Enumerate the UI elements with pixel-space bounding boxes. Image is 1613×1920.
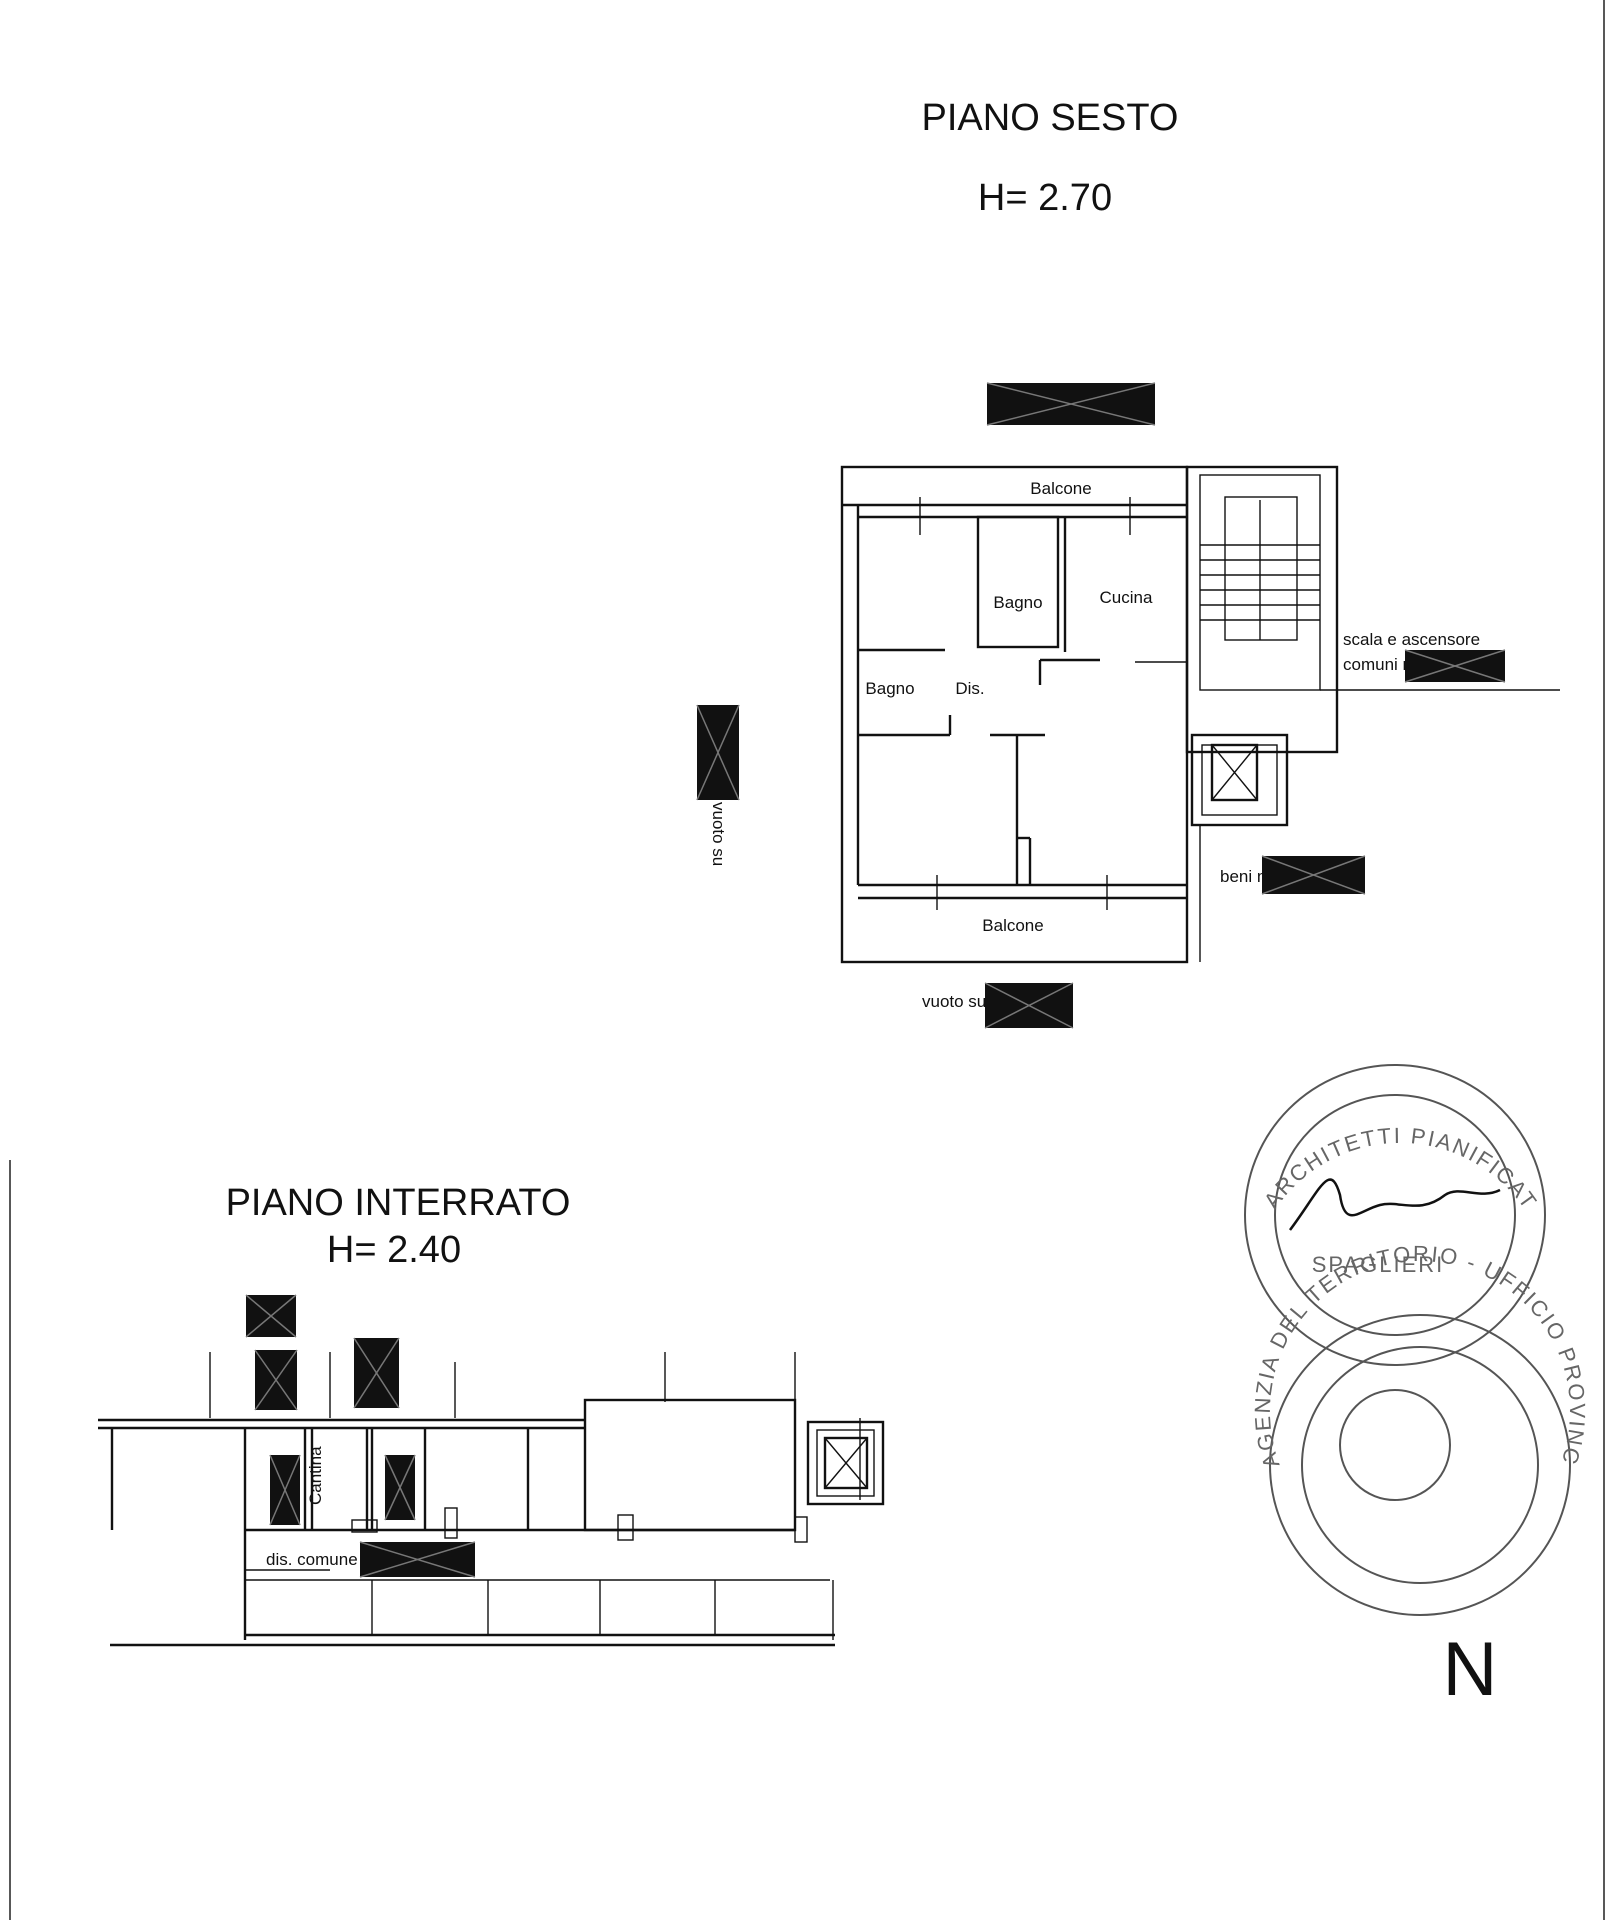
redaction-block bbox=[254, 1349, 298, 1411]
room-cellar: Cantina bbox=[306, 1446, 325, 1505]
redaction-block bbox=[1261, 855, 1366, 895]
approval-stamp-upper: ARCHITETTI PIANIFICATORI PAESAGGISTI SPA… bbox=[0, 0, 1546, 1366]
upper-floor-height: H= 2.70 bbox=[978, 177, 1112, 219]
room-balcony-top: Balcone bbox=[1030, 479, 1091, 498]
redaction-block bbox=[986, 382, 1156, 426]
room-balcony-bottom: Balcone bbox=[982, 916, 1043, 935]
note-void-side: vuoto su bbox=[709, 802, 728, 866]
svg-text:ARCHITETTI PIANIFICATORI PAESA: ARCHITETTI PIANIFICATORI PAESAGGISTI bbox=[0, 0, 1540, 1214]
signature bbox=[1288, 1178, 1501, 1231]
note-common: comuni n bbox=[1343, 655, 1412, 674]
svg-text:AGENZIA DEL TERRITORIO - UFFIC: AGENZIA DEL TERRITORIO - UFFICIO PROVINC… bbox=[0, 0, 1588, 1471]
redaction-block bbox=[353, 1337, 400, 1409]
note-void-bottom: vuoto su bbox=[922, 992, 986, 1011]
redaction-block bbox=[1404, 649, 1506, 683]
redaction-block bbox=[359, 1541, 476, 1578]
north-indicator: N bbox=[1443, 1627, 1498, 1712]
stamp-name: SPAGLIERI bbox=[1312, 1252, 1445, 1277]
room-hallway: Dis. bbox=[955, 679, 984, 698]
upper-floor-title: PIANO SESTO bbox=[922, 97, 1179, 139]
room-kitchen: Cucina bbox=[1100, 588, 1153, 607]
room-common-corridor: dis. comune bbox=[266, 1550, 358, 1569]
basement-plan bbox=[98, 1352, 885, 1647]
redaction-block bbox=[384, 1454, 416, 1521]
upper-floor-plan bbox=[840, 465, 1560, 964]
note-stairs-lift: scala e ascensore bbox=[1343, 630, 1480, 649]
room-bath-1: Bagno bbox=[993, 593, 1042, 612]
redaction-block bbox=[269, 1454, 301, 1526]
basement-title: PIANO INTERRATO bbox=[226, 1182, 571, 1224]
redaction-block bbox=[984, 982, 1074, 1029]
redaction-block bbox=[245, 1294, 297, 1338]
basement-height: H= 2.40 bbox=[327, 1229, 461, 1271]
redaction-block bbox=[696, 704, 740, 801]
room-bath-2: Bagno bbox=[865, 679, 914, 698]
note-goods: beni n bbox=[1220, 867, 1266, 886]
